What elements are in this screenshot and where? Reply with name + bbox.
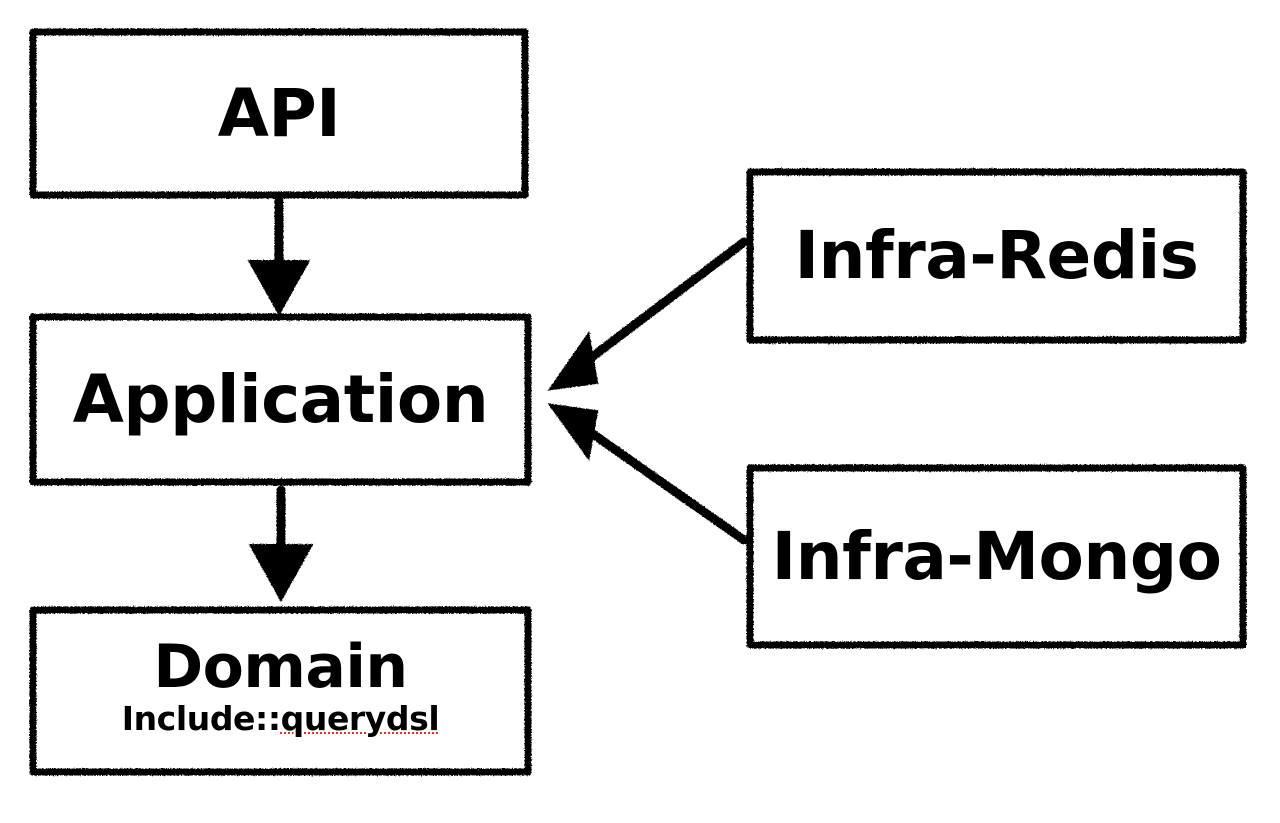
node-api-label: API (217, 74, 341, 152)
arrow-api-to-application (247, 195, 311, 317)
arrow-infra-redis-to-application (547, 237, 749, 391)
node-domain-sublabel: Include::querydsl (121, 699, 440, 739)
node-domain-sublabel-misspelled-word: querydsl (280, 699, 440, 739)
arrow-application-to-domain (248, 485, 314, 603)
node-domain[interactable]: Domain Include::querydsl (33, 610, 528, 772)
node-application-label: Application (72, 360, 489, 438)
node-application[interactable]: Application (33, 317, 528, 482)
node-infra-mongo-label: Infra-Mongo (771, 517, 1222, 595)
node-api[interactable]: API (33, 32, 525, 195)
node-infra-redis[interactable]: Infra-Redis (750, 172, 1243, 340)
arrow-infra-mongo-to-application (547, 403, 749, 545)
node-infra-mongo[interactable]: Infra-Mongo (750, 468, 1243, 645)
node-domain-sublabel-prefix: Include:: (121, 699, 281, 739)
node-domain-label: Domain (153, 632, 408, 703)
node-infra-redis-label: Infra-Redis (794, 217, 1199, 295)
